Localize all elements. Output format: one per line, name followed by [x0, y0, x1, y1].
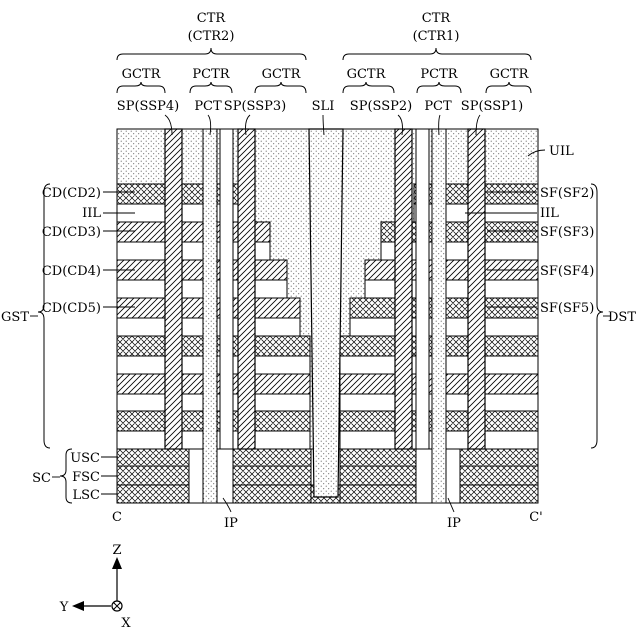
top-brackets	[117, 48, 531, 93]
usc-center-left	[233, 449, 311, 466]
label-c-left: C	[112, 510, 122, 525]
gctr-4-bracket	[486, 82, 531, 93]
slit-structure	[309, 129, 343, 497]
right-iil-3	[365, 280, 538, 298]
label-uil: UIL	[549, 144, 574, 159]
label-gctr-3: GCTR	[347, 67, 387, 82]
label-sp-ssp1: SP(SSP1)	[461, 99, 523, 114]
label-ip-right: IP	[447, 516, 461, 531]
label-gctr-1: GCTR	[122, 67, 162, 82]
label-fsc: FSC	[72, 470, 100, 485]
label-sli: SLI	[312, 99, 335, 114]
label-usc: USC	[70, 451, 100, 466]
pct-left-pillar	[203, 129, 217, 503]
axis-indicator: Z Y X	[59, 543, 132, 631]
pctr-right-bracket	[417, 82, 461, 93]
fsc-center-right	[340, 466, 416, 485]
lsc-right	[460, 485, 538, 503]
label-axis-y: Y	[59, 600, 69, 615]
left-iil-3	[117, 280, 287, 298]
pct-right-pillar	[432, 129, 446, 503]
label-gst: GST	[1, 310, 29, 325]
label-ip-left: IP	[224, 516, 238, 531]
gst-bracket	[38, 184, 50, 448]
label-dst: DST	[608, 310, 636, 325]
label-lsc: LSC	[73, 488, 101, 503]
sp-ssp1	[468, 129, 485, 449]
lsc-center-right	[340, 485, 416, 503]
label-iil-right: IIL	[540, 206, 559, 221]
ctr-right-bracket	[343, 48, 531, 60]
fsc-right	[460, 466, 538, 485]
label-sf-sf4: SF(SF4)	[540, 264, 594, 279]
ctr-left-bracket	[117, 48, 306, 60]
label-sp-ssp3: SP(SSP3)	[224, 99, 286, 114]
lsc-left	[117, 485, 189, 503]
label-ctr-left-sub: (CTR2)	[188, 29, 235, 44]
pct-left-inner	[220, 129, 233, 449]
label-sp-ssp4: SP(SSP4)	[117, 99, 179, 114]
label-pctr-right: PCTR	[420, 67, 458, 82]
label-pct-left: PCT	[194, 99, 222, 114]
label-ctr-right: CTR	[422, 11, 452, 26]
left-layer-3	[117, 260, 287, 280]
label-iil-left: IIL	[82, 206, 101, 221]
dst-bracket	[591, 184, 603, 448]
label-sc: SC	[32, 471, 51, 486]
usc-left	[117, 449, 189, 466]
label-c-right: C'	[529, 510, 543, 525]
label-pctr-left: PCTR	[192, 67, 230, 82]
fsc-center-left	[233, 466, 311, 485]
gctr-2-bracket	[255, 82, 306, 93]
pctr-left-bracket	[190, 82, 232, 93]
gctr-1-bracket	[117, 82, 165, 93]
usc-right	[460, 449, 538, 466]
label-ctr-left: CTR	[197, 11, 227, 26]
usc-center-right	[340, 449, 416, 466]
y-arrow-icon	[72, 601, 84, 611]
sp-ssp3	[238, 129, 255, 449]
fsc-left	[117, 466, 189, 485]
label-sf-sf5: SF(SF5)	[540, 301, 594, 316]
label-sf-sf3: SF(SF3)	[540, 225, 594, 240]
gctr-3-bracket	[343, 82, 394, 93]
label-axis-x: X	[121, 616, 131, 631]
lsc-center-left	[233, 485, 311, 503]
label-cd-cd2: CD(CD2)	[42, 186, 101, 201]
label-cd-cd4: CD(CD4)	[42, 264, 101, 279]
pct-right-inner	[416, 129, 429, 449]
z-arrow-icon	[112, 557, 122, 569]
label-cd-cd5: CD(CD5)	[42, 301, 101, 316]
label-gctr-2: GCTR	[262, 67, 302, 82]
label-cd-cd3: CD(CD3)	[42, 225, 101, 240]
label-pct-right: PCT	[424, 99, 452, 114]
sp-ssp2	[395, 129, 412, 449]
label-sp-ssp2: SP(SSP2)	[350, 99, 412, 114]
label-axis-z: Z	[112, 543, 121, 558]
label-gctr-4: GCTR	[490, 67, 530, 82]
label-ctr-right-sub: (CTR1)	[413, 29, 460, 44]
label-sf-sf2: SF(SF2)	[540, 186, 594, 201]
sp-ssp4	[165, 129, 182, 449]
